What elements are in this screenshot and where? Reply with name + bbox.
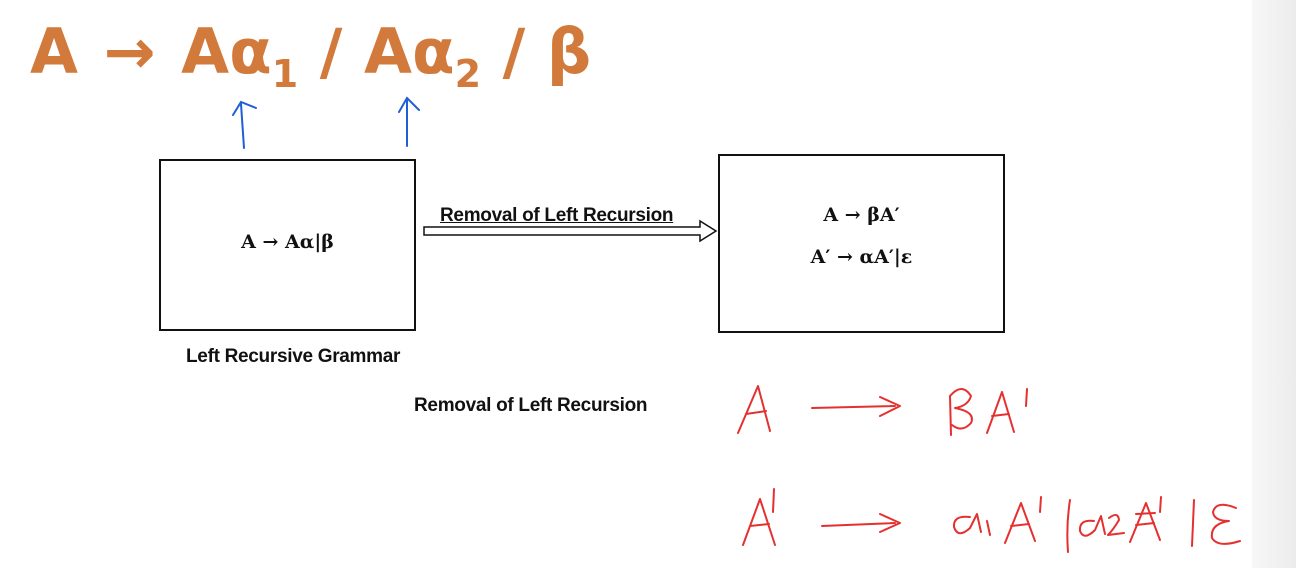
transition-arrow <box>423 219 718 243</box>
headline-separator-2: / <box>481 15 547 88</box>
headline-alt-3: β <box>546 15 592 88</box>
transition-label: Removal of Left Recursion <box>440 205 674 226</box>
headline-production: A → Aα1 / Aα2 / β <box>30 12 591 100</box>
headline-separator-1: / <box>298 15 364 88</box>
right-edge-shade <box>1252 0 1296 568</box>
handwritten-line-2 <box>742 488 1241 553</box>
headline-lhs: A <box>30 15 78 88</box>
headline-alt-1: Aα <box>181 15 272 88</box>
handwritten-derivation <box>737 385 1241 553</box>
handwritten-line-1 <box>737 385 1028 436</box>
headline-alt-2: Aα <box>363 15 455 88</box>
headline-arrow: → <box>103 15 156 88</box>
diagram-caption: Removal of Left Recursion <box>414 395 648 416</box>
blue-annotation-arrows <box>232 96 420 149</box>
left-recursive-grammar-caption: Left Recursive Grammar <box>186 346 401 367</box>
right-grammar-rule-1: A → βA′ <box>823 204 900 226</box>
transformed-grammar-box: A → βA′ A′ → αA′|ε <box>718 154 1005 333</box>
blue-arrow-1 <box>232 100 257 149</box>
left-grammar-rule: A → Aα|β <box>241 231 334 253</box>
right-grammar-rule-2: A′ → αA′|ε <box>810 246 913 268</box>
blue-arrow-2 <box>398 96 420 147</box>
left-recursive-grammar-box: A → Aα|β <box>159 159 416 331</box>
headline-sub-2: 2 <box>454 52 482 96</box>
headline-sub-1: 1 <box>271 52 299 96</box>
